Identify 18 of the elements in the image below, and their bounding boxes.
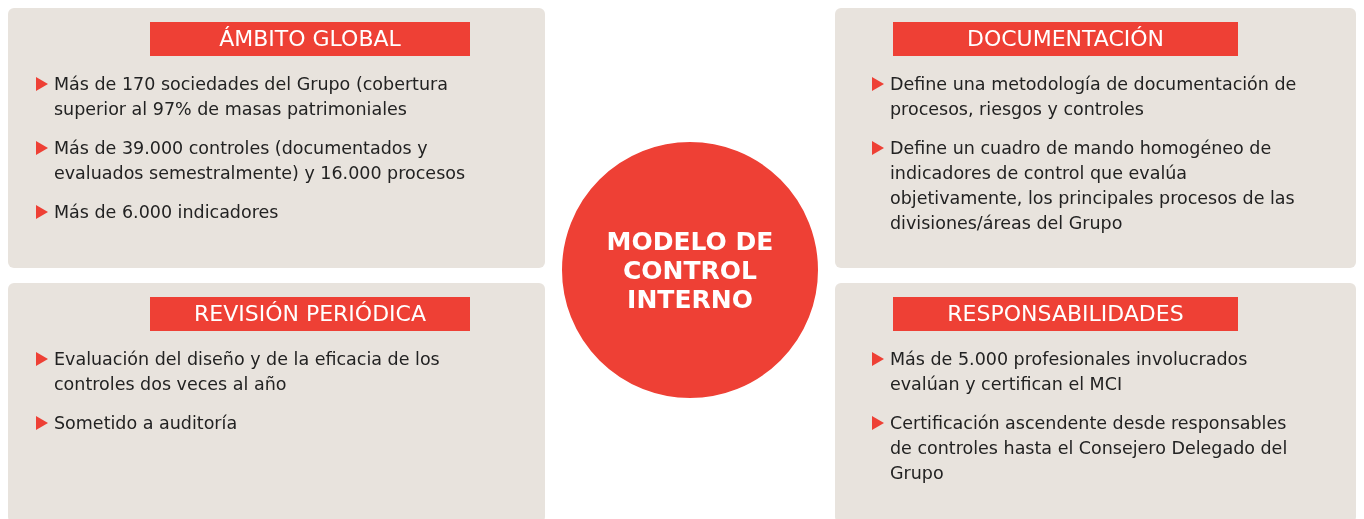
panel-background xyxy=(8,283,545,519)
panel-background xyxy=(835,8,1356,268)
heading-banner: REVISIÓN PERIÓDICA xyxy=(150,297,470,331)
panel-background xyxy=(835,283,1356,519)
heading-banner: RESPONSABILIDADES xyxy=(893,297,1238,331)
bullet-text: Más de 170 sociedades del Grupo (cobertura superior al 97% de masas patrimoniales xyxy=(54,73,449,121)
bullet-text: Más de 6.000 indicadores xyxy=(54,201,279,224)
bullet-text: Más de 39.000 controles (documentados y evaluados semestralmente) y 16.000 procesos xyxy=(54,137,467,185)
bullet-text: Define una metodología de documentación de procesos, riesgos y controles xyxy=(890,73,1298,121)
bullet-text: Define un cuadro de mando homogéneo de indicadores de control que evalúa objetivamente, los principales procesos de las divisiones/áreas del Grupo xyxy=(890,137,1296,235)
bullet-text: Certificación ascendente desde responsables de controles hasta el Consejero Delegado del Grupo xyxy=(890,412,1289,485)
heading-banner: DOCUMENTACIÓN xyxy=(893,22,1238,56)
center-title: MODELO DE CONTROL INTERNO xyxy=(605,226,775,314)
bullet-text: Sometido a auditoría xyxy=(54,412,238,435)
bullet-text: Más de 5.000 profesionales involucrados evalúan y certifican el MCI xyxy=(890,348,1249,396)
heading-banner: ÁMBITO GLOBAL xyxy=(150,22,470,56)
bullet-text: Evaluación del diseño y de la eficacia de los controles dos veces al año xyxy=(54,348,441,396)
panel-background xyxy=(8,8,545,268)
